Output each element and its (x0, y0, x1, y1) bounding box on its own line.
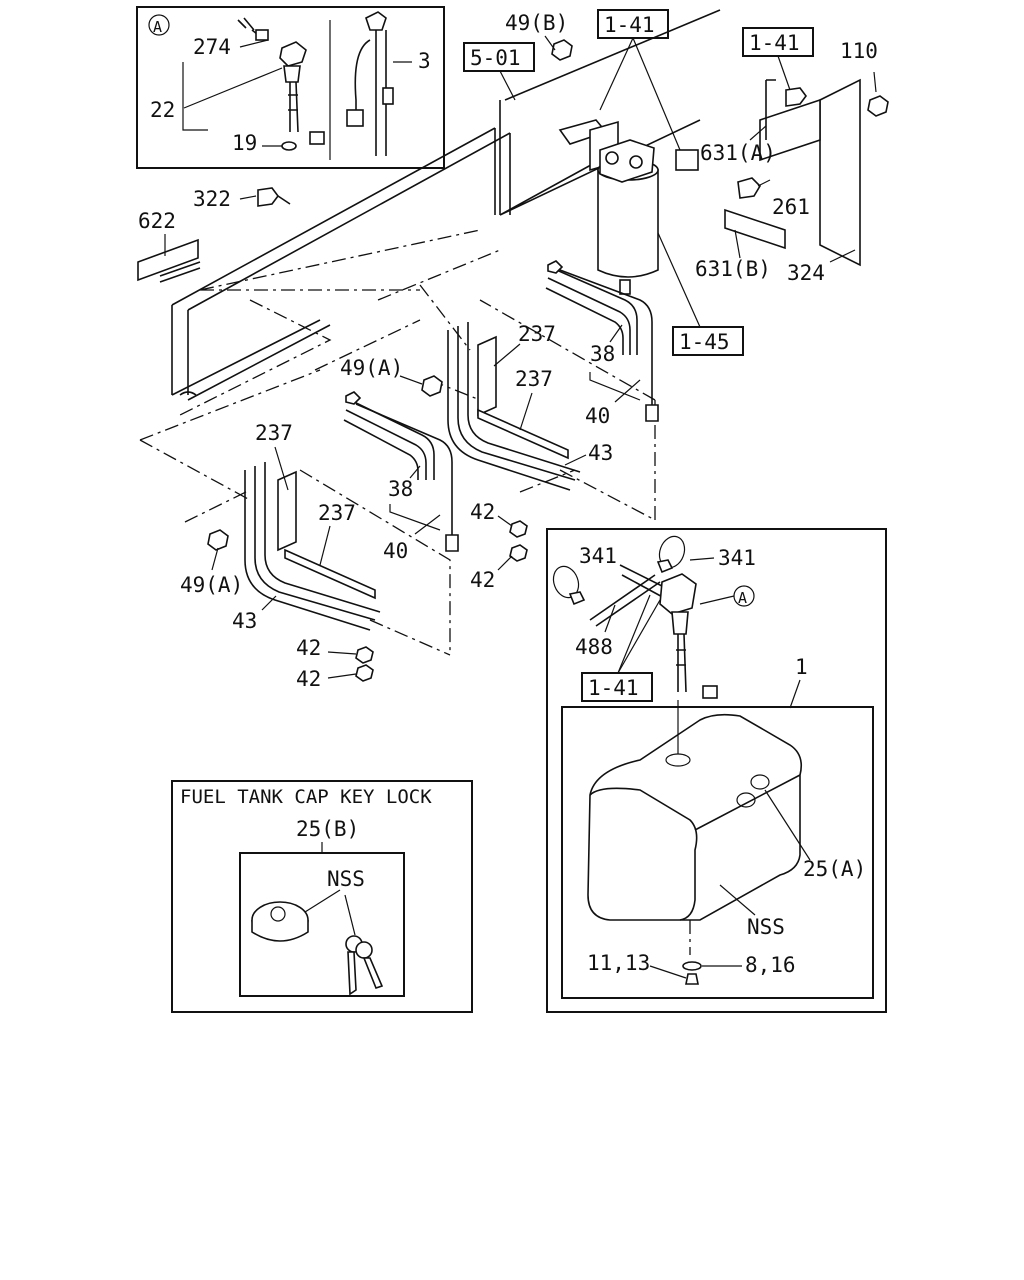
label-49a-top: 49(A) (340, 356, 403, 380)
tank-panel: 341 341 A 488 1-41 1 (546, 528, 887, 1013)
label-341-right: 341 (718, 546, 756, 570)
sender-unit-icon (659, 573, 718, 699)
nut-49a-bottom-icon (207, 529, 229, 551)
label-42-d: 42 (296, 667, 321, 691)
strap-38-right-icon (545, 260, 638, 355)
label-42-a: 42 (470, 500, 495, 524)
label-42-b: 42 (470, 568, 495, 592)
keys-icon (344, 894, 384, 996)
bracket-43-right-icon (447, 322, 581, 491)
bolt-110-icon (867, 71, 889, 117)
inset-a-marker: A (153, 18, 162, 36)
strap-38-left-icon (343, 391, 435, 480)
label-25a: 25(A) (803, 857, 866, 881)
fuel-filter-icon (597, 139, 699, 295)
svg-text:1-45: 1-45 (679, 330, 730, 354)
nut-42-c-icon (355, 646, 374, 664)
inset-a: A 274 22 19 3 (136, 6, 445, 169)
key-lock-part-25b: 25(B) (296, 817, 359, 841)
label-38-left: 38 (388, 477, 413, 501)
label-237-d: 237 (318, 501, 356, 525)
inset-a-label-22: 22 (150, 98, 175, 122)
label-110: 110 (840, 39, 878, 63)
label-1: 1 (795, 655, 808, 679)
rod-40-left-icon (355, 403, 459, 552)
bolt-322-icon (257, 187, 291, 207)
label-488: 488 (575, 635, 613, 659)
label-49a-bottom: 49(A) (180, 573, 243, 597)
label-237-a: 237 (518, 322, 556, 346)
bolt-1-41-icon (785, 87, 807, 107)
svg-text:5-01: 5-01 (470, 46, 521, 70)
clamp-341-right-icon (656, 535, 686, 574)
label-nss-tank: NSS (747, 915, 785, 939)
label-631a: 631(A) (700, 141, 776, 165)
label-38-right: 38 (590, 342, 615, 366)
nut-42-b-icon (509, 544, 528, 562)
label-237-b: 237 (515, 367, 553, 391)
right-bracket-assembly (724, 78, 861, 267)
svg-text:1-41: 1-41 (604, 13, 655, 37)
fuel-tank-icon (587, 700, 803, 955)
label-40-right: 40 (585, 404, 610, 428)
locking-cap-icon (251, 889, 341, 942)
label-622: 622 (138, 209, 176, 233)
fuel-tube-sender-icon (346, 11, 412, 156)
reference-1-41-top: 1-41 (597, 9, 681, 151)
rod-40-right-icon (559, 269, 659, 422)
clamp-341-left-icon (552, 565, 586, 606)
reference-1-41-right: 1-41 (742, 27, 814, 91)
label-324: 324 (787, 261, 825, 285)
inset-a-label-274: 274 (193, 35, 231, 59)
bolt-261-icon (737, 177, 771, 199)
nut-42-d-icon (355, 664, 374, 682)
reference-5-01: 5-01 (463, 42, 535, 101)
label-341-left: 341 (579, 544, 617, 568)
tank-ref-1-41: 1-41 (588, 676, 639, 700)
tank-marker-a: A (738, 589, 747, 607)
label-11-13: 11,13 (587, 951, 650, 975)
plate-622-icon (137, 238, 201, 283)
key-lock-panel: FUEL TANK CAP KEY LOCK 25(B) NSS (171, 780, 473, 1013)
label-237-c: 237 (255, 421, 293, 445)
inset-a-label-19: 19 (232, 131, 257, 155)
reference-1-45: 1-45 (649, 214, 744, 356)
label-322: 322 (193, 187, 231, 211)
label-261: 261 (772, 195, 810, 219)
label-42-c: 42 (296, 636, 321, 660)
frame-rail (171, 9, 721, 401)
key-lock-title: FUEL TANK CAP KEY LOCK (180, 786, 432, 808)
bracket-43-left-icon (244, 462, 381, 631)
inset-a-label-3: 3 (418, 49, 431, 73)
label-8-16: 8,16 (745, 953, 796, 977)
drain-plug-icon (682, 961, 702, 985)
label-631b: 631(B) (695, 257, 771, 281)
key-lock-nss: NSS (327, 867, 365, 891)
label-43-left: 43 (232, 609, 257, 633)
label-43-right: 43 (588, 441, 613, 465)
label-49b: 49(B) (505, 11, 568, 35)
bolt-49b-icon (551, 39, 573, 61)
nut-49a-top-icon (421, 375, 443, 397)
svg-text:1-41: 1-41 (749, 31, 800, 55)
nut-42-a-icon (509, 520, 528, 538)
label-40-left: 40 (383, 539, 408, 563)
